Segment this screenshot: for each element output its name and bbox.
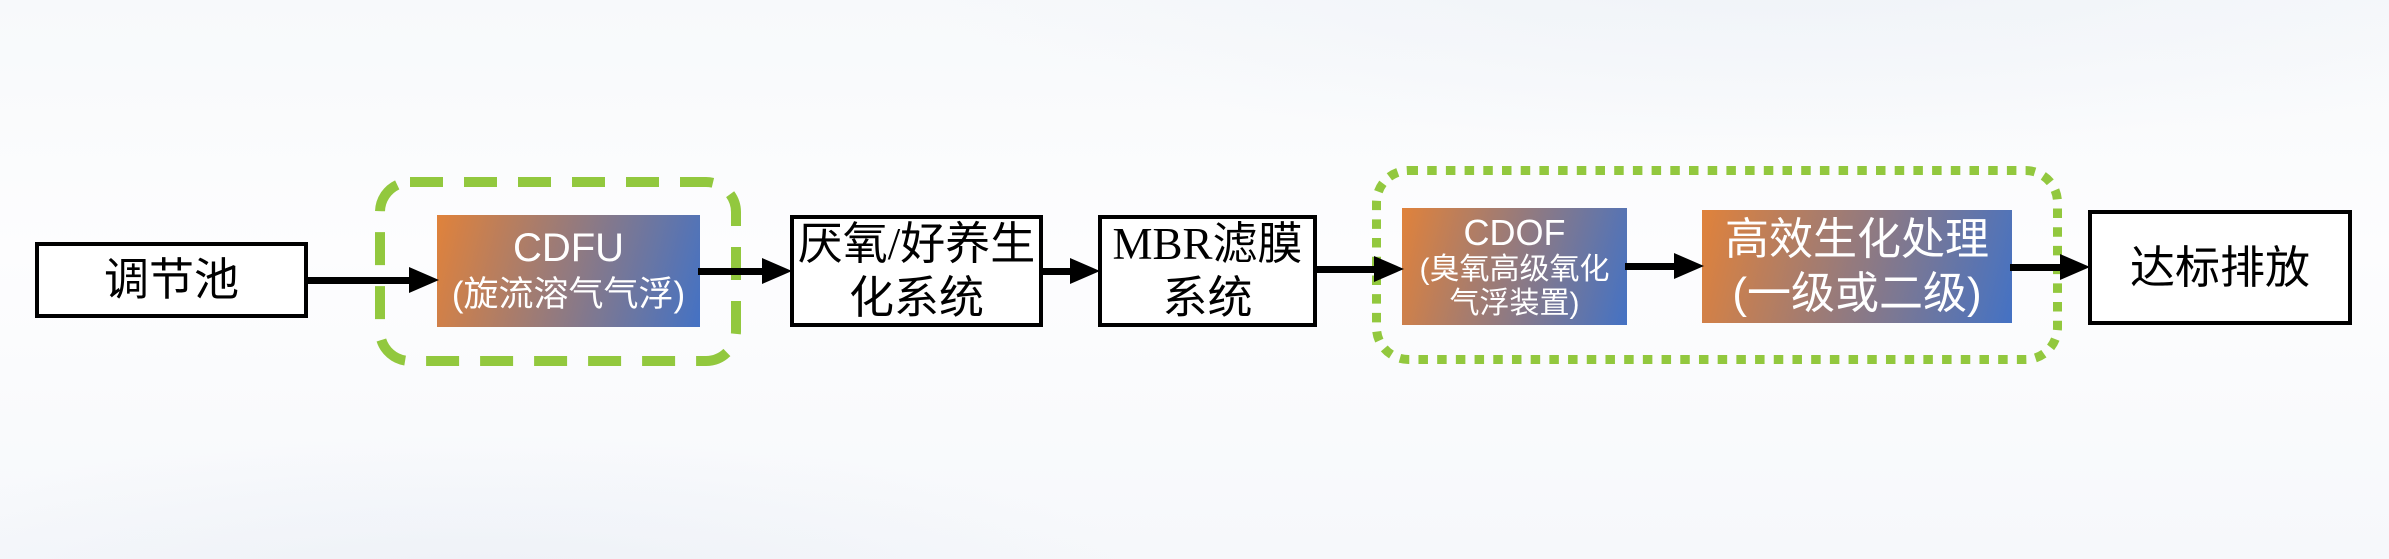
arrow-head-icon	[2060, 254, 2090, 280]
arrow-regulating-tank-to-cdfu	[306, 267, 439, 293]
node-standard-discharge-label: 达标排放	[2129, 242, 2310, 293]
node-anaerobic-aerobic-bio-system-line1: 厌氧/好养生	[797, 219, 1036, 269]
arrow-shaft	[1039, 267, 1070, 275]
node-cdfu-subtitle: (旋流溶气气浮)	[451, 275, 686, 314]
node-high-efficiency-bio-treatment-title: 高效生化处理	[1725, 214, 1989, 264]
node-mbr-membrane-system-line1: MBR滤膜	[1112, 219, 1303, 269]
node-anaerobic-aerobic-bio-system: 厌氧/好养生 化系统	[790, 215, 1043, 327]
node-cdfu-title: CDFU	[512, 226, 625, 270]
arrow-cdfu-to-anaerobic	[698, 258, 792, 284]
node-high-efficiency-bio-treatment: 高效生化处理 (一级或二级)	[1702, 210, 2012, 323]
node-cdof: CDOF (臭氧高级氧化 气浮装置)	[1402, 208, 1627, 325]
arrow-shaft	[1625, 262, 1674, 270]
node-cdfu: CDFU (旋流溶气气浮)	[437, 215, 700, 327]
arrow-high-efficiency-to-discharge	[2010, 254, 2090, 280]
node-regulating-tank: 调节池	[35, 242, 308, 318]
arrow-shaft	[698, 267, 762, 275]
arrow-head-icon	[409, 267, 439, 293]
node-standard-discharge: 达标排放	[2088, 210, 2352, 325]
arrow-shaft	[2010, 263, 2060, 271]
arrow-anaerobic-to-mbr	[1039, 258, 1100, 284]
arrow-shaft	[306, 276, 409, 284]
node-cdof-subtitle-line1: (臭氧高级氧化	[1419, 252, 1610, 286]
arrow-head-icon	[1674, 253, 1704, 279]
node-mbr-membrane-system: MBR滤膜 系统	[1098, 215, 1317, 327]
arrow-mbr-to-cdof	[1315, 256, 1404, 282]
node-anaerobic-aerobic-bio-system-line2: 化系统	[848, 273, 984, 323]
arrow-head-icon	[762, 258, 792, 284]
arrow-head-icon	[1070, 258, 1100, 284]
node-cdof-subtitle-line2: 气浮装置)	[1449, 286, 1580, 320]
node-regulating-tank-label: 调节池	[103, 255, 239, 305]
node-mbr-membrane-system-line2: 系统	[1162, 273, 1253, 323]
node-high-efficiency-bio-treatment-subtitle: (一级或二级)	[1732, 268, 1982, 318]
arrow-shaft	[1315, 265, 1374, 273]
node-cdof-title: CDOF	[1463, 211, 1566, 253]
arrow-head-icon	[1374, 256, 1404, 282]
arrow-cdof-to-high-efficiency	[1625, 253, 1704, 279]
